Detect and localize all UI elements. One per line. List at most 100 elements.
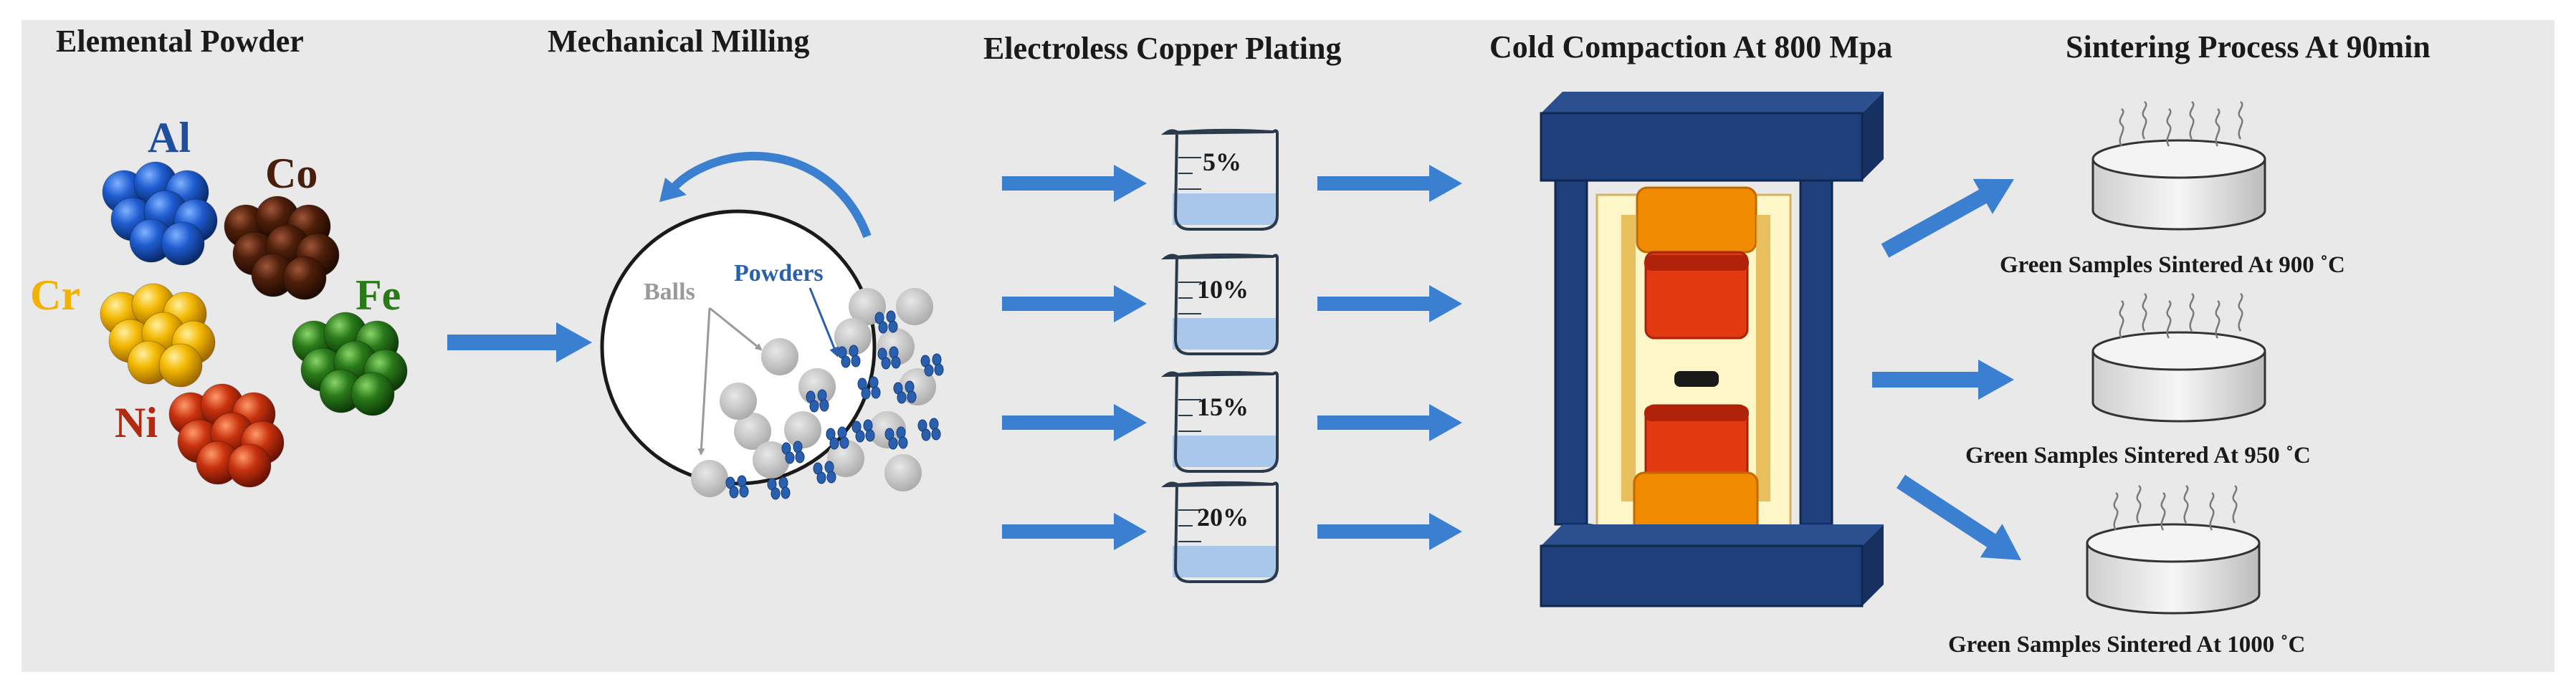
title-electroless-plating: Electroless Copper Plating [983, 31, 1341, 66]
steam-line [2119, 300, 2124, 339]
steam-line [2183, 485, 2189, 524]
powder-particle-group [806, 389, 829, 413]
powder-particle-group [837, 345, 861, 368]
powder-sphere [350, 372, 395, 416]
powder-particle [793, 441, 803, 453]
cluster-cr [100, 283, 216, 388]
powder-particle [837, 426, 847, 439]
powder-particle [824, 461, 834, 474]
title-mechanical-milling: Mechanical Milling [548, 24, 809, 59]
powder-particle-group [920, 353, 944, 377]
sample-body [2086, 543, 2261, 615]
grinding-ball [761, 338, 798, 375]
powder-particle-group [884, 426, 908, 450]
powder-particle [839, 436, 849, 449]
beaker-rim [1165, 253, 1278, 259]
element-label-al: Al [148, 114, 191, 161]
balls-label: Balls [644, 279, 695, 305]
press-base-bevel [1541, 524, 1884, 546]
powder-particle [888, 437, 898, 450]
grinding-ball [753, 441, 790, 479]
press-left-column [1554, 179, 1588, 526]
arrow-to-sample-1000 [1897, 474, 2021, 560]
grinding-ball [834, 318, 872, 355]
steam-line [2166, 108, 2172, 147]
powder-particle [929, 418, 939, 431]
powder-particle [865, 429, 875, 442]
sample-body [2091, 159, 2266, 231]
powder-particle [855, 430, 865, 443]
upper-punch [1644, 251, 1749, 340]
powder-sphere [158, 343, 203, 388]
grinding-ball [896, 288, 933, 325]
steam-line [2189, 101, 2195, 140]
die-wall-right [1756, 215, 1770, 501]
beaker-label-15: 15% [1197, 393, 1249, 421]
powder-particle [921, 428, 931, 441]
balls-pointer-2 [697, 307, 711, 456]
powder-particle [896, 426, 906, 439]
powder-particle [841, 355, 851, 368]
arrow-to-beaker-4 [1002, 513, 1147, 550]
steam-line [2136, 485, 2142, 524]
beaker-label-5: 5% [1203, 148, 1241, 176]
sample-label-1000: Green Samples Sintered At 1000 ˚C [1948, 632, 2305, 658]
powder-sphere [161, 221, 205, 266]
powder-particle [729, 486, 739, 499]
balls-pointer-1 [709, 307, 763, 351]
arrow-to-beaker-2 [1002, 285, 1147, 322]
sample-label-900: Green Samples Sintered At 900 ˚C [2000, 252, 2345, 278]
press-top-beam [1540, 112, 1864, 182]
elemental-powder-clusters [100, 161, 408, 488]
powders-label: Powders [734, 260, 824, 287]
steam-line [2238, 101, 2243, 140]
arrow-to-sample-900 [1881, 178, 2014, 258]
element-label-ni: Ni [115, 399, 158, 446]
powder-particle [898, 436, 908, 449]
steam-line [2119, 108, 2124, 147]
powder-particle [924, 364, 934, 377]
arrow-to-sample-950 [1872, 360, 2014, 400]
beaker-5: 5% [1160, 128, 1279, 231]
upper-punch-cap [1644, 255, 1749, 271]
powder-particle [851, 355, 861, 367]
press-top-bevel [1541, 92, 1884, 113]
powder-particle [849, 345, 859, 357]
sample-1 [2091, 101, 2266, 231]
powder-particle [869, 376, 879, 389]
powder-particle [878, 321, 888, 334]
title-elemental-powder: Elemental Powder [56, 24, 304, 59]
powder-particle [809, 400, 819, 413]
element-label-cr: Cr [30, 271, 80, 319]
steam-line [2232, 485, 2238, 524]
powder-particle [889, 346, 899, 359]
powder-particle [863, 419, 873, 432]
powder-particle [739, 485, 749, 498]
beaker-rim [1165, 370, 1278, 377]
steam-line [2113, 492, 2119, 531]
rotation-arrow [670, 151, 872, 239]
powder-particle-group [781, 441, 805, 464]
powder-sphere [282, 256, 327, 300]
milling-jar: Balls Powders [600, 151, 944, 500]
powder-particle [891, 356, 901, 369]
steam-line [2160, 492, 2166, 531]
element-label-co: Co [265, 150, 318, 197]
grinding-ball [720, 383, 757, 420]
beaker-10: 10% [1160, 253, 1279, 355]
press-right-column [1799, 179, 1833, 526]
steam-line [2142, 101, 2147, 140]
sintered-samples [2086, 101, 2266, 615]
cluster-ni [168, 383, 285, 488]
lower-punch-cap [1644, 405, 1749, 421]
press-base-side [1862, 524, 1884, 606]
title-cold-compaction: Cold Compaction At 800 Mpa [1489, 29, 1892, 64]
cluster-al [102, 161, 218, 266]
milling-powders [725, 310, 944, 500]
die-wall-left [1621, 215, 1636, 501]
steam-line [2209, 492, 2215, 531]
beaker-liquid [1173, 546, 1277, 577]
powder-particle-group [813, 461, 836, 484]
beaker-liquid [1173, 193, 1277, 225]
